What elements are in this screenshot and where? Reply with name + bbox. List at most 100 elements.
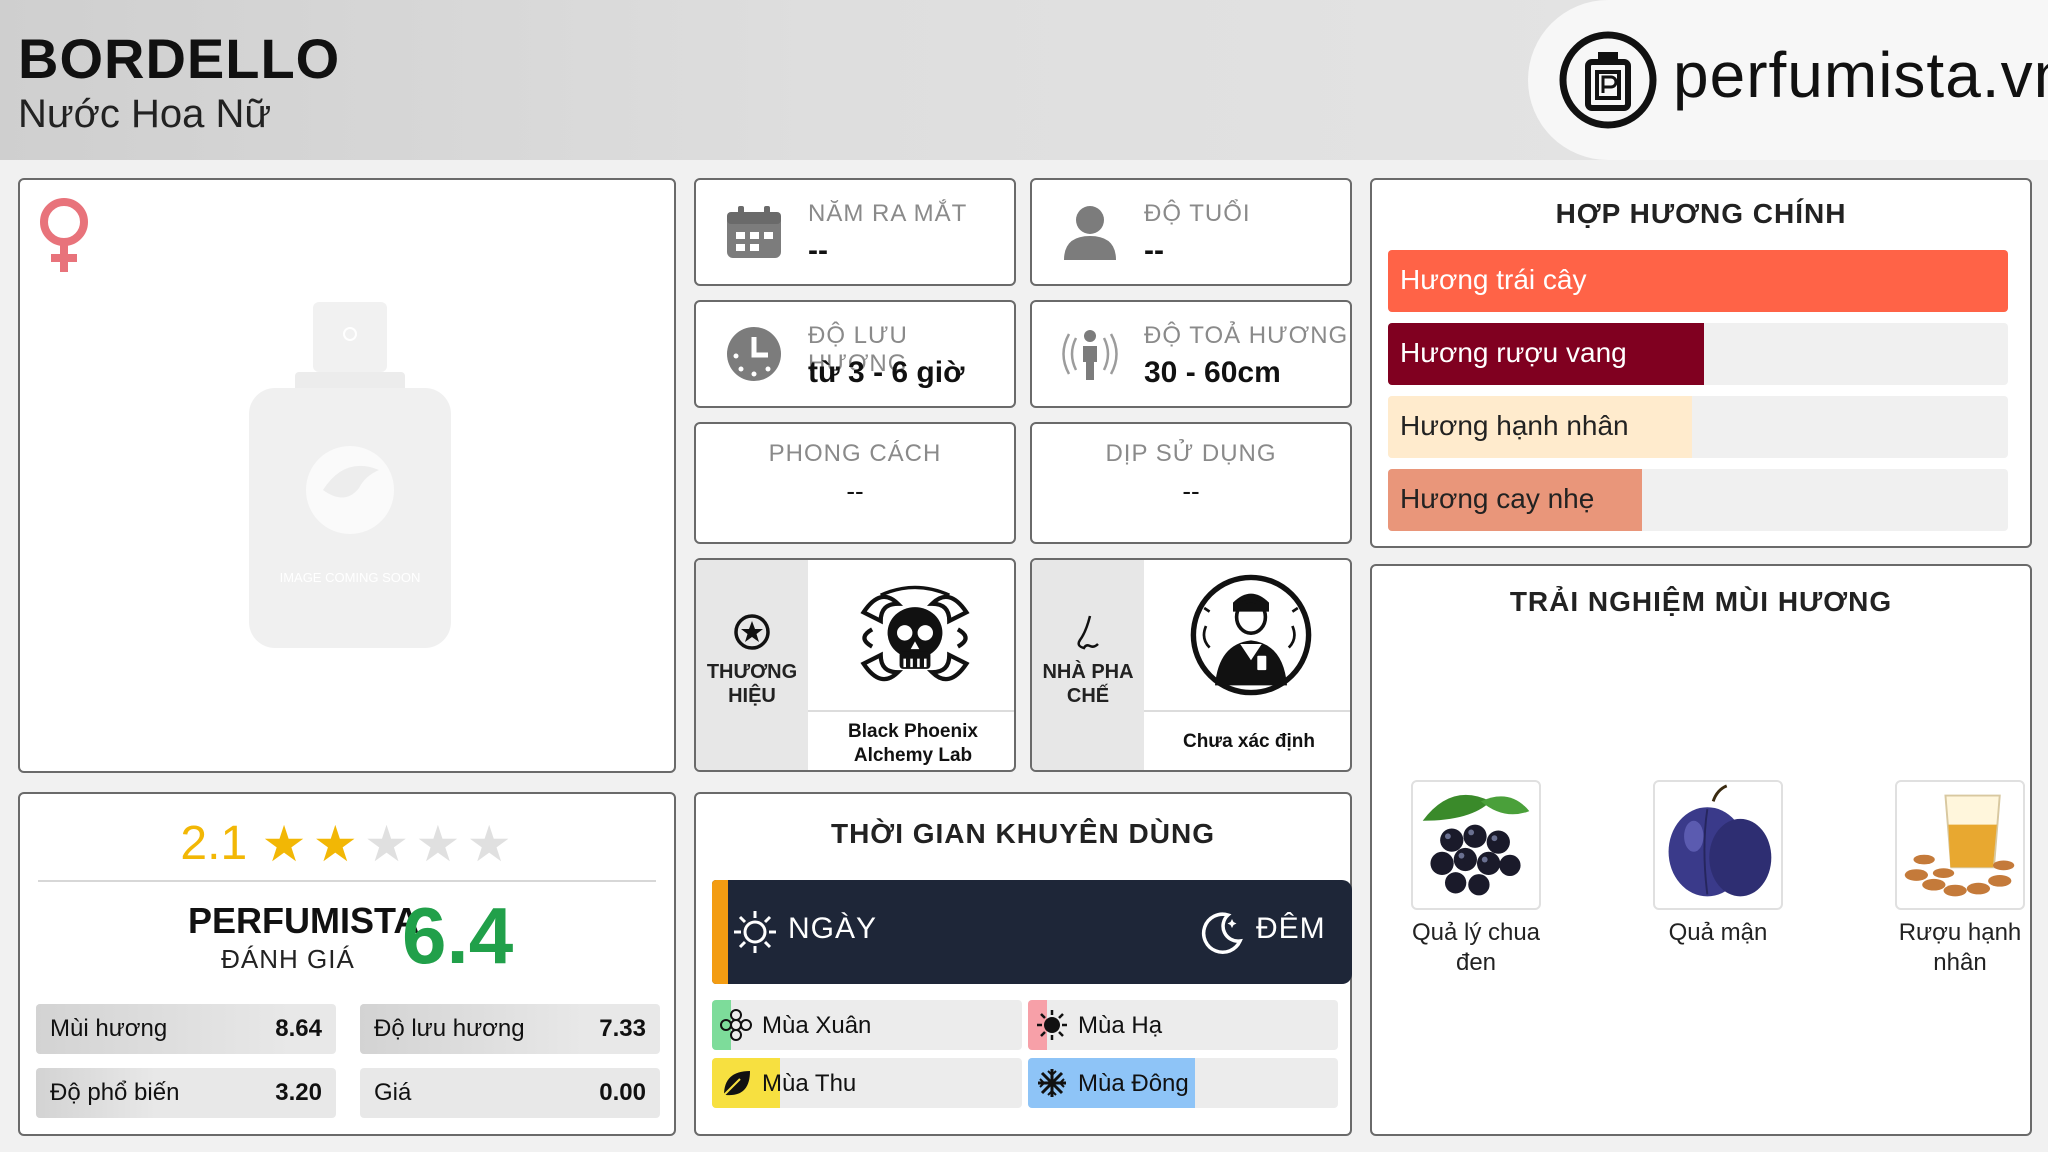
skull-emblem-icon xyxy=(860,585,970,682)
season-summer: Mùa Hạ xyxy=(1028,1000,1338,1050)
info-label: NĂM RA MẮT xyxy=(808,200,968,227)
star-icon: ★ xyxy=(364,815,409,872)
accords-title: HỢP HƯƠNG CHÍNH xyxy=(1555,198,1847,229)
divider xyxy=(38,880,656,882)
metric-scent: Mùi hương 8.64 xyxy=(36,1004,336,1054)
accord-row: Hương hạnh nhân xyxy=(1388,396,2008,458)
user-score-row: 2.1 ★ ★ ★ ★ ★ xyxy=(20,816,674,871)
perfumer-side-panel: NHÀ PHA CHẾ xyxy=(1032,560,1144,770)
season-label: Mùa Hạ xyxy=(1078,1012,1163,1039)
product-image-card: IMAGE COMING SOON xyxy=(18,178,676,773)
user-icon xyxy=(1064,206,1116,260)
leaf-icon xyxy=(723,1071,750,1096)
divider xyxy=(1144,710,1350,712)
metric-label: Mùi hương xyxy=(50,1015,168,1042)
user-score: 2.1 xyxy=(180,817,248,870)
note-blackcurrant[interactable]: Quả lý chua đen xyxy=(1396,780,1556,978)
calendar-icon xyxy=(727,206,781,258)
perfume-subtitle: Nước Hoa Nữ xyxy=(18,92,272,136)
female-icon xyxy=(40,198,88,272)
brand-name[interactable]: Black Phoenix Alchemy Lab xyxy=(848,721,978,766)
info-label: PHONG CÁCH xyxy=(768,440,942,467)
flower-icon xyxy=(720,1009,752,1041)
brand-side-panel: THƯƠNG HIỆU xyxy=(696,560,808,770)
metric-label: Độ phổ biến xyxy=(50,1079,180,1106)
perfumer-card[interactable]: NHÀ PHA CHẾ Chưa xác định xyxy=(1030,558,1352,772)
moon-icon xyxy=(1201,912,1243,954)
perfumista-rating-label: PERFUMISTA ĐÁNH GIÁ xyxy=(188,900,420,975)
info-label: ĐỘ LƯU HƯƠNG xyxy=(808,322,908,377)
sillage-card: ĐỘ TOẢ HƯƠNG 30 - 60cm xyxy=(1030,300,1352,408)
clock-icon xyxy=(727,327,781,381)
rating-card: 2.1 ★ ★ ★ ★ ★ PERFUMISTA ĐÁNH GIÁ 6.4 Mù… xyxy=(18,792,676,1136)
season-winter: Mùa Đông xyxy=(1028,1058,1338,1108)
perfumista-label: PERFUMISTA xyxy=(188,900,420,941)
perfumer-portrait-icon xyxy=(1190,574,1312,696)
accord-row: Hương rượu vang xyxy=(1388,323,2008,385)
note-label: Quả mận xyxy=(1668,919,1768,946)
info-label: DỊP SỬ DỤNG xyxy=(1105,440,1277,467)
metric-value: 0.00 xyxy=(599,1079,646,1106)
perfume-title: BORDELLO xyxy=(18,27,341,90)
style-card: PHONG CÁCH -- xyxy=(694,422,1016,544)
metric-label: Độ lưu hương xyxy=(374,1015,525,1042)
note-plum[interactable]: Quả mận xyxy=(1638,780,1798,948)
snowflake-icon xyxy=(1038,1069,1066,1097)
info-value: -- xyxy=(1144,234,1164,267)
metric-label: Giá xyxy=(374,1079,412,1106)
metric-longevity: Độ lưu hương 7.33 xyxy=(360,1004,660,1054)
plum-icon xyxy=(1653,780,1783,910)
occasion-card: DỊP SỬ DỤNG -- xyxy=(1030,422,1352,544)
note-label: Quả lý chua đen xyxy=(1411,919,1541,976)
sun-icon xyxy=(1037,1010,1067,1040)
star-circle-icon xyxy=(734,614,770,650)
info-value: -- xyxy=(1182,476,1200,506)
info-value: -- xyxy=(808,234,828,267)
star-icon: ★ xyxy=(261,815,307,872)
star-rating: ★ ★ ★ ★ ★ xyxy=(262,819,514,869)
perfumista-score: 6.4 xyxy=(402,891,514,980)
header: BORDELLO Nước Hoa Nữ perfumista.vn xyxy=(0,0,2048,160)
metric-popularity: Độ phổ biến 3.20 xyxy=(36,1068,336,1118)
info-value: 30 - 60cm xyxy=(1144,356,1281,389)
logo-text: perfumista.vn xyxy=(1673,39,2048,111)
perfumista-sublabel: ĐÁNH GIÁ xyxy=(221,944,355,974)
night-label: ĐÊM xyxy=(1256,912,1326,945)
perfumer-name[interactable]: Chưa xác định xyxy=(1182,731,1315,752)
metric-price: Giá 0.00 xyxy=(360,1068,660,1118)
image-coming-soon-text: IMAGE COMING SOON xyxy=(280,570,421,585)
info-label: ĐỘ TOẢ HƯƠNG xyxy=(1144,322,1349,349)
day-night-bar: NGÀY ĐÊM xyxy=(712,880,1352,984)
note-amaretto[interactable]: Rượu hạnh nhân xyxy=(1880,780,2040,978)
season-spring: Mùa Xuân xyxy=(712,1000,1022,1050)
time-title: THỜI GIAN KHUYÊN DÙNG xyxy=(830,818,1215,849)
accord-label: Hương cay nhẹ xyxy=(1400,483,1595,514)
nose-icon xyxy=(1077,615,1099,650)
perfume-bottle-logo-icon xyxy=(1559,31,1657,129)
release-year-card: NĂM RA MẮT -- xyxy=(694,178,1016,286)
accord-row: Hương trái cây xyxy=(1388,250,2008,312)
brand-card[interactable]: THƯƠNG HIỆU Black Phoenix Alchemy Lab xyxy=(694,558,1016,772)
day-indicator xyxy=(712,880,728,984)
info-value: -- xyxy=(846,476,864,506)
sun-outline-icon xyxy=(734,911,776,953)
experience-title: TRẢI NGHIỆM MÙI HƯƠNG xyxy=(1509,586,1893,617)
perfumer-label: NHÀ PHA CHẾ xyxy=(1042,661,1134,707)
brand-label: THƯƠNG HIỆU xyxy=(706,661,798,707)
scent-experience-card: TRẢI NGHIỆM MÙI HƯƠNG Quả lý chua đen Qu… xyxy=(1370,564,2032,1136)
blackcurrant-icon xyxy=(1411,780,1541,910)
season-label: Mùa Thu xyxy=(762,1070,857,1097)
metric-value: 7.33 xyxy=(599,1015,646,1042)
site-logo[interactable]: perfumista.vn xyxy=(1528,0,2048,160)
accord-label: Hương hạnh nhân xyxy=(1400,410,1629,441)
season-autumn: Mùa Thu xyxy=(712,1058,1022,1108)
info-value: từ 3 - 6 giờ xyxy=(808,356,965,389)
star-icon: ★ xyxy=(415,815,461,872)
recommended-time-card: THỜI GIAN KHUYÊN DÙNG NGÀY ĐÊM Mùa Xuân … xyxy=(694,792,1352,1136)
star-icon: ★ xyxy=(312,815,358,872)
age-card: ĐỘ TUỔI -- xyxy=(1030,178,1352,286)
metric-value: 8.64 xyxy=(275,1015,322,1042)
accord-row: Hương cay nhẹ xyxy=(1388,469,2008,531)
divider xyxy=(808,710,1014,712)
longevity-card: ĐỘ LƯU HƯƠNG từ 3 - 6 giờ xyxy=(694,300,1016,408)
